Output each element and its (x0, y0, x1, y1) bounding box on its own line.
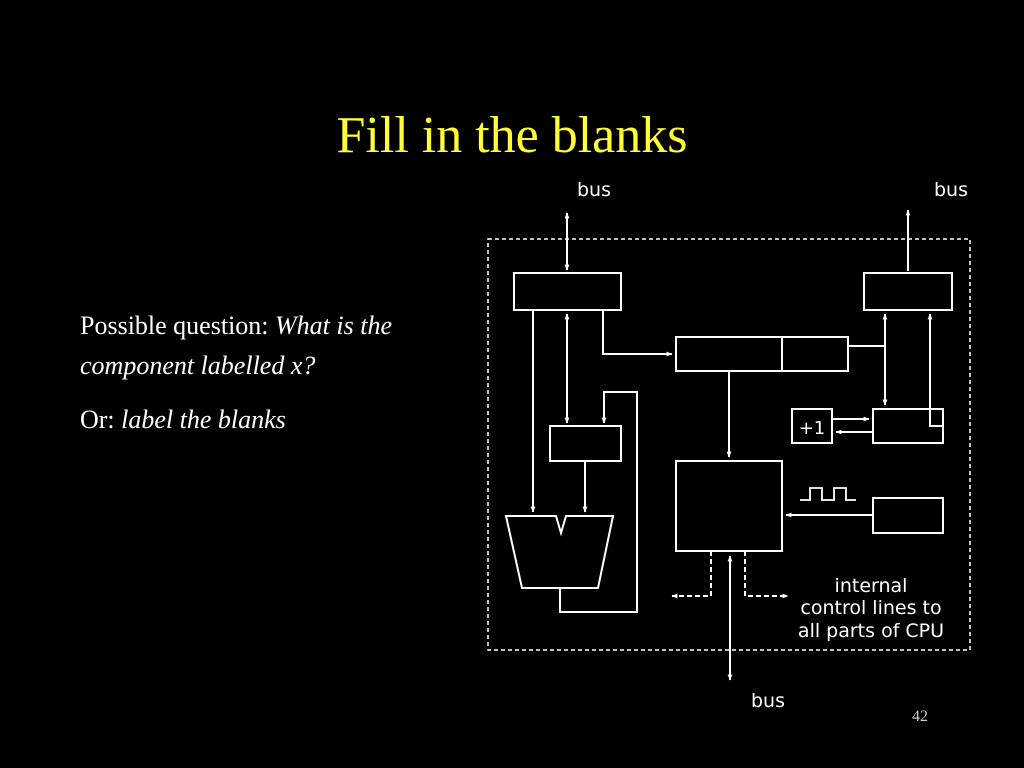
control-lines-left (671, 551, 712, 599)
alu-feedback-line (559, 391, 638, 613)
clock-box (872, 497, 944, 534)
incrementer-box (791, 408, 833, 444)
clock-waveform (800, 487, 856, 501)
mar-box (513, 272, 622, 311)
pc-to-mbr-line (927, 313, 943, 427)
control-lines-right (744, 551, 789, 599)
alu-shape (504, 515, 615, 589)
or-paragraph: Or: label the blanks (80, 400, 420, 440)
question-italic: What is the component labelled x? (80, 311, 393, 380)
mbr-box (863, 272, 953, 311)
or-italic: label the blanks (121, 405, 286, 434)
mar-to-ir-line (602, 310, 673, 357)
control-lines-label-3: all parts of CPU (798, 620, 944, 642)
incrementer-label: +1 (799, 418, 826, 439)
bus-bottom-label: bus (751, 690, 785, 712)
body-text: Possible question: What is the component… (80, 306, 420, 454)
control-lines-label-2: control lines to (800, 597, 941, 619)
slide-title: Fill in the blanks (336, 107, 688, 164)
control-unit-box (675, 460, 783, 552)
ir-box-left (675, 336, 783, 372)
question-paragraph: Possible question: What is the component… (80, 306, 420, 386)
ir-to-mbr-line (848, 313, 888, 347)
control-lines-label-1: internal (835, 575, 908, 597)
or-prefix: Or: (80, 405, 122, 434)
register-x-box (549, 425, 622, 462)
bus-top-left-label: bus (577, 179, 611, 201)
page-number: 42 (912, 708, 928, 725)
question-prefix: Possible question: (80, 311, 276, 340)
ir-box-right (781, 336, 849, 372)
bus-top-right-label: bus (934, 179, 968, 201)
